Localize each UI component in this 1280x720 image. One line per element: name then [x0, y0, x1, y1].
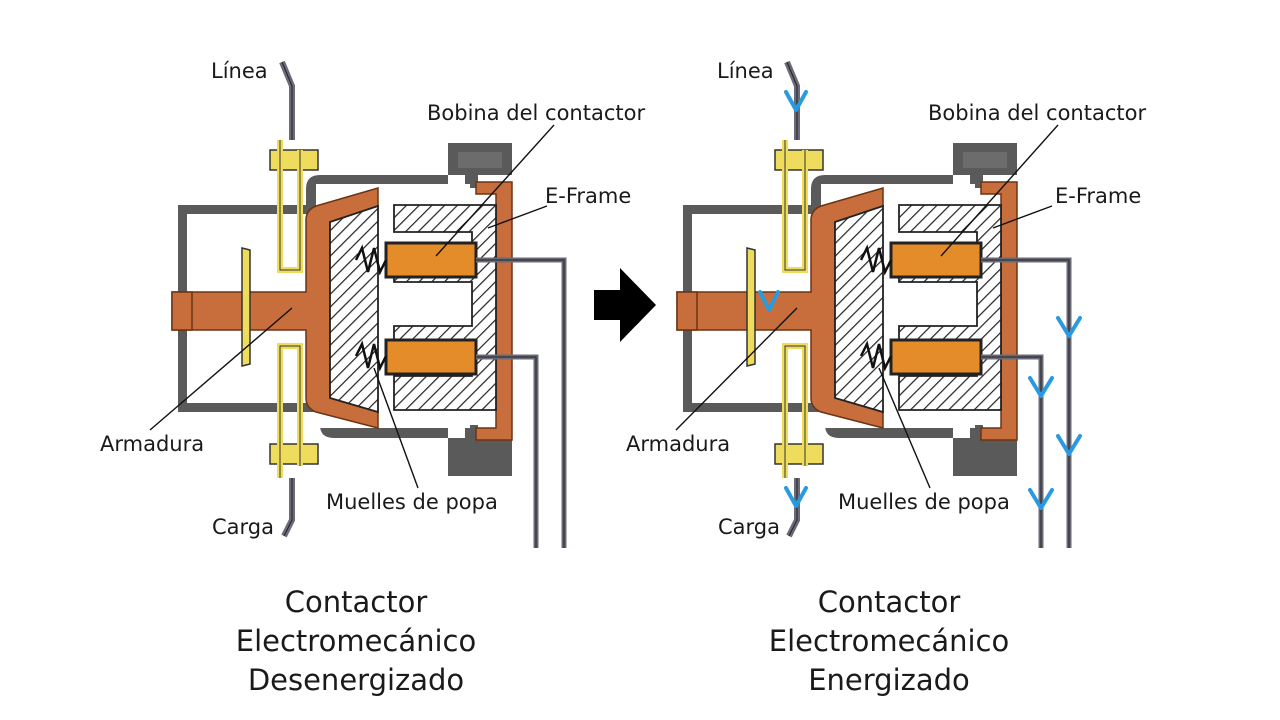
caption-line: Electromecánico: [235, 624, 477, 658]
caption-line: Desenergizado: [247, 663, 465, 697]
label-line: Línea: [717, 59, 774, 83]
caption-energized: Contactor Electromecánico Energizado: [679, 583, 1099, 700]
label-eframe: E-Frame: [545, 184, 631, 208]
caption-line: Electromecánico: [768, 624, 1010, 658]
contactor-deenergized: Línea Bobina del contactor E-Frame Armad…: [100, 59, 645, 548]
label-springs: Muelles de popa: [838, 490, 1010, 514]
caption-line: Energizado: [808, 663, 970, 697]
caption-line: Contactor: [284, 585, 428, 619]
label-coil: Bobina del contactor: [427, 101, 645, 125]
label-line: Línea: [211, 59, 268, 83]
label-load: Carga: [718, 515, 780, 539]
label-coil: Bobina del contactor: [928, 101, 1146, 125]
label-armature: Armadura: [100, 432, 204, 456]
label-eframe: E-Frame: [1055, 184, 1141, 208]
label-springs: Muelles de popa: [326, 490, 498, 514]
caption-line: Contactor: [817, 585, 961, 619]
current-flow-arrows: [758, 90, 1082, 510]
label-load: Carga: [212, 515, 274, 539]
label-armature: Armadura: [626, 432, 730, 456]
right-arrow-icon: [594, 268, 656, 342]
caption-deenergized: Contactor Electromecánico Desenergizado: [146, 583, 566, 700]
contactor-energized: Línea Bobina del contactor E-Frame Armad…: [626, 59, 1146, 548]
